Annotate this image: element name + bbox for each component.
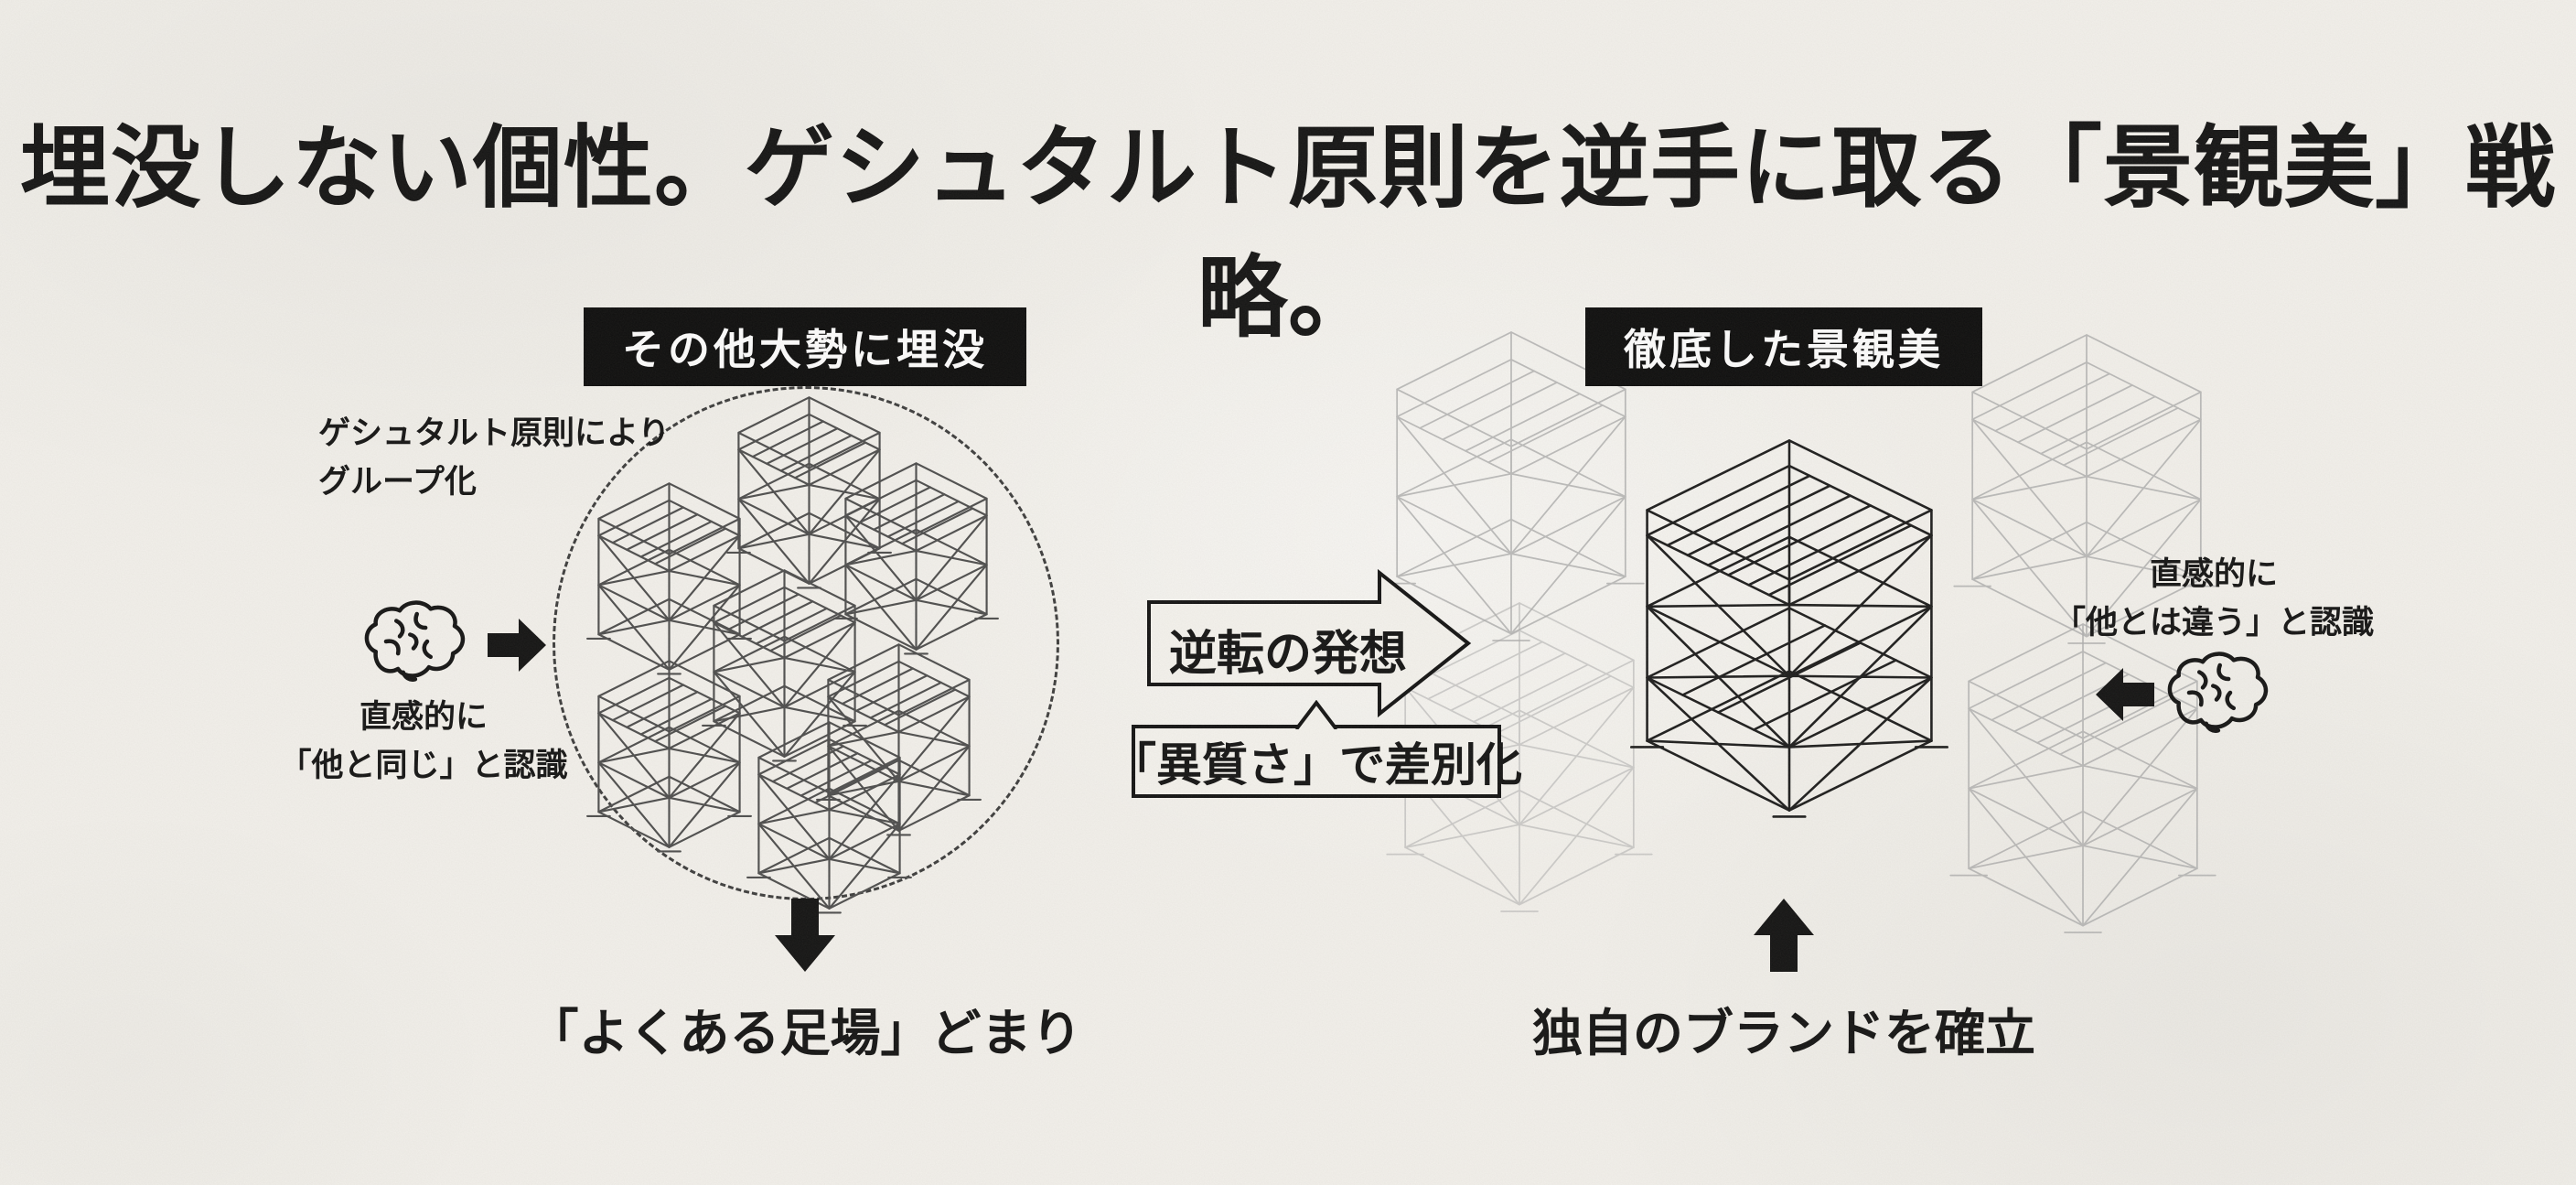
right-section-label-text: 徹底した景観美 (1624, 326, 1944, 373)
reversal-arrow-label: 逆転の発想 (1168, 629, 1408, 681)
left-section-label-text: その他大勢に埋没 (622, 326, 988, 373)
right-perception-line2: 「他とは違う」と認識 (2053, 604, 2375, 641)
left-section-label: その他大勢に埋没 (584, 307, 1026, 386)
right-perception-line1: 直感的に (2149, 556, 2279, 592)
differentiation-box-text: 「異質さ」で差別化 (1111, 739, 1522, 791)
left-outcome-text: 「よくある足場」どまり (528, 1006, 1082, 1061)
left-perception-line2: 「他と同じ」と認識 (279, 747, 568, 783)
arrow-up-icon (1754, 899, 1814, 972)
left-perception-line1: 直感的に (359, 699, 488, 735)
scaffold-illustration (585, 658, 754, 863)
gestalt-note: ゲシュタルト原則により グループ化 (318, 410, 670, 506)
callout-notch (1294, 700, 1338, 729)
differentiation-box: 「異質さ」で差別化 (1111, 700, 1522, 798)
arrow-left-icon (2096, 668, 2154, 721)
brain-icon (2162, 652, 2271, 734)
gestalt-note-line1: ゲシュタルト原則により (318, 415, 671, 451)
arrow-down-icon (775, 899, 835, 972)
brain-icon (359, 600, 468, 683)
right-outcome-text: 独自のブランドを確立 (1531, 1006, 2036, 1061)
right-section-label: 徹底した景観美 (1585, 307, 1982, 386)
arrow-right-icon (488, 619, 546, 672)
scaffold-illustration (745, 719, 914, 924)
page-title: 埋没しない個性。ゲシュタルト原則を逆手に取る「景観美」戦略。 (19, 120, 2556, 349)
main-scaffold-illustration (1615, 437, 1963, 848)
left-perception-note: 直感的に 「他と同じ」と認識 (279, 694, 567, 790)
right-perception-note: 直感的に 「他とは違う」と認識 (2054, 551, 2374, 647)
gestalt-note-line2: グループ化 (318, 463, 477, 500)
